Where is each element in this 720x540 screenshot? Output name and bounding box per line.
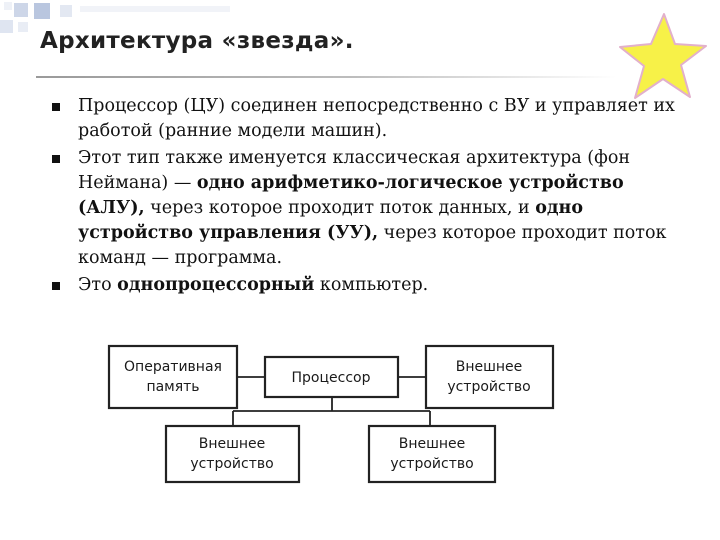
external-device-bottom-left-box: Внешнее устройство [164, 424, 301, 484]
device-bl-label-line2: устройство [190, 456, 273, 472]
external-device-bottom-right-box: Внешнее устройство [367, 424, 497, 484]
bullet-item: Процессор (ЦУ) соединен непосредственно … [52, 94, 692, 144]
bullet-text: через которое проходит поток данных, и [144, 198, 536, 218]
memory-box: Оперативная память [107, 344, 239, 410]
device-right-label-line1: Внешнее [456, 359, 523, 375]
bullet-text-bold: однопроцессорный [117, 275, 315, 295]
bullet-text-bold: одно арифметико-логическое устройство (А… [78, 173, 624, 218]
bullet-text: Процессор (ЦУ) соединен непосредственно … [78, 96, 675, 141]
star-icon [619, 13, 707, 99]
bullet-square-icon [52, 155, 60, 163]
processor-label: Процессор [292, 370, 371, 386]
external-device-right-box: Внешнее устройство [424, 344, 555, 410]
bullet-item: Этот тип также именуется классическая ар… [52, 146, 692, 271]
corner-decoration [0, 2, 230, 33]
bullet-text: через которое проходит поток команд — пр… [78, 223, 667, 268]
device-br-label-line1: Внешнее [399, 436, 466, 452]
bullet-text: Это [78, 275, 118, 295]
bullet-item: Это однопроцессорный компьютер. [52, 273, 692, 298]
device-br-label-line2: устройство [390, 456, 473, 472]
bullet-text: Этот тип также именуется классическая ар… [78, 148, 631, 193]
device-bl-label-line1: Внешнее [199, 436, 266, 452]
title-underline [36, 76, 616, 78]
processor-box: Процессор [263, 355, 400, 399]
bullet-square-icon [52, 282, 60, 290]
bullet-text: компьютер. [314, 275, 429, 295]
memory-label-line1: Оперативная [124, 359, 222, 375]
memory-label-line2: память [146, 379, 199, 395]
page-title: Архитектура «звезда». [40, 28, 354, 54]
bullet-text-bold: одно устройство управления (УУ), [78, 198, 584, 243]
title-area: Архитектура «звезда». [40, 28, 420, 54]
bullet-square-icon [52, 103, 60, 111]
device-right-label-line2: устройство [447, 379, 530, 395]
bullet-list: Процессор (ЦУ) соединен непосредственно … [52, 94, 692, 300]
